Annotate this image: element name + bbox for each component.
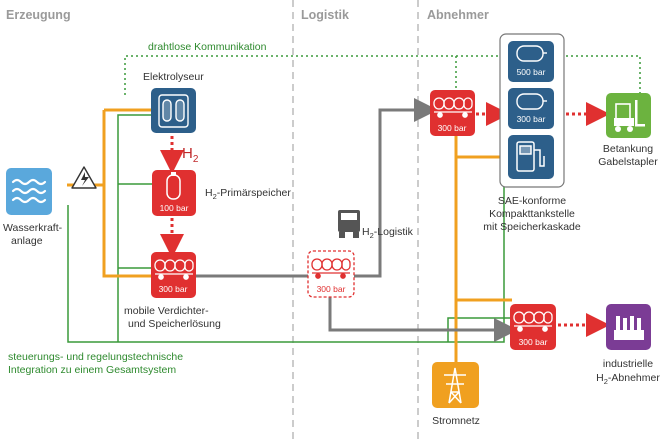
hydro-label-line2: anlage [11, 235, 43, 247]
industrial-consumer-node: industrielle H2-Abnehmer [596, 304, 660, 386]
gas-line-logistics [196, 108, 504, 332]
electrolyzer-node: Elektrolyseur [143, 71, 204, 133]
svg-text:H2: H2 [182, 145, 199, 165]
trailer-icon [311, 258, 351, 279]
section-header-production: Erzeugung [6, 8, 71, 22]
transport-trailer-pressure: 300 bar [317, 284, 346, 294]
hydro-plant-node: Wasserkraft- anlage [3, 168, 63, 247]
control-label-line2: Integration zu einem Gesamtsystem [8, 364, 176, 376]
trailer-icon [154, 259, 194, 280]
section-header-logistics: Logistik [301, 8, 349, 22]
power-line-grid [454, 124, 512, 362]
station-label-line2: Kompakttankstelle [489, 208, 575, 220]
truck-icon [338, 210, 360, 238]
mobile-label-line2: und Speicherlösung [128, 318, 221, 330]
primary-storage-box [152, 170, 196, 216]
cascade-pressure-500: 500 bar [517, 67, 546, 77]
power-grid-label: Stromnetz [432, 415, 480, 427]
h2-label-symbol: H [182, 145, 193, 162]
power-line-bus [102, 108, 152, 278]
gas-cylinder-icon [166, 172, 181, 200]
forklift-label-line1: Betankung [603, 143, 653, 155]
electrolysis-cell-icon [158, 94, 189, 128]
control-integration-line [67, 114, 510, 343]
high-voltage-warning-icon [71, 166, 97, 189]
h2-label: H2 [182, 145, 199, 165]
wireless-label: drahtlose Kommunikation [148, 41, 267, 53]
station-label-line1: SAE-konforme [498, 195, 566, 207]
wireless-communication-line [124, 55, 641, 98]
power-grid-box [432, 362, 479, 408]
trailer-icon [513, 311, 553, 332]
industrial-label-line2: H2-Abnehmer [596, 372, 660, 386]
primary-storage-pressure: 100 bar [160, 203, 189, 213]
station-label-line3: mit Speicherkaskade [483, 221, 581, 233]
industrial-consumer-box [606, 304, 651, 350]
electrolyzer-label: Elektrolyseur [143, 71, 204, 83]
factory-icon [614, 316, 644, 340]
industrial-label-line1: industrielle [603, 358, 653, 370]
station-trailer-pressure: 300 bar [438, 123, 467, 133]
mobile-label-line1: mobile Verdichter- [124, 305, 209, 317]
hydro-label-line1: Wasserkraft- [3, 222, 63, 234]
primary-storage-label: H2-Primärspeicher [205, 187, 291, 201]
forklift-label-line2: Gabelstapler [598, 156, 658, 168]
industry-trailer-node: 300 bar [510, 304, 556, 350]
station-trailer-node: 300 bar [430, 90, 475, 136]
section-header-consumers: Abnehmer [427, 8, 489, 22]
power-grid-node: Stromnetz [432, 362, 480, 427]
transport-trailer-node: 300 bar [307, 250, 355, 298]
forklift-icon [614, 100, 645, 132]
power-pylon-icon [444, 367, 466, 404]
cascade-pressure-300: 300 bar [517, 114, 546, 124]
fuel-station-node: 500 bar 300 bar SAE-konforme Kompakttank… [483, 33, 581, 233]
trailer-icon [433, 97, 473, 118]
mobile-storage-pressure: 300 bar [159, 284, 188, 294]
control-label-line1: steuerungs- und regelungstechnische [8, 351, 183, 363]
industry-trailer-pressure: 300 bar [519, 337, 548, 347]
logistics-label: H2-Logistik [362, 226, 414, 240]
water-waves-icon [11, 178, 47, 204]
primary-storage-node: 100 bar H2-Primärspeicher [152, 170, 291, 216]
electrolyzer-box [151, 88, 196, 133]
mobile-storage-node: 300 bar mobile Verdichter- und Speicherl… [124, 252, 221, 330]
h2-label-subscript: 2 [193, 154, 199, 165]
h2-dispenser-icon [516, 141, 545, 172]
gas-tank-icon [516, 93, 547, 110]
forklift-node: Betankung Gabelstapler [598, 93, 658, 168]
gas-tank-icon [516, 45, 547, 62]
